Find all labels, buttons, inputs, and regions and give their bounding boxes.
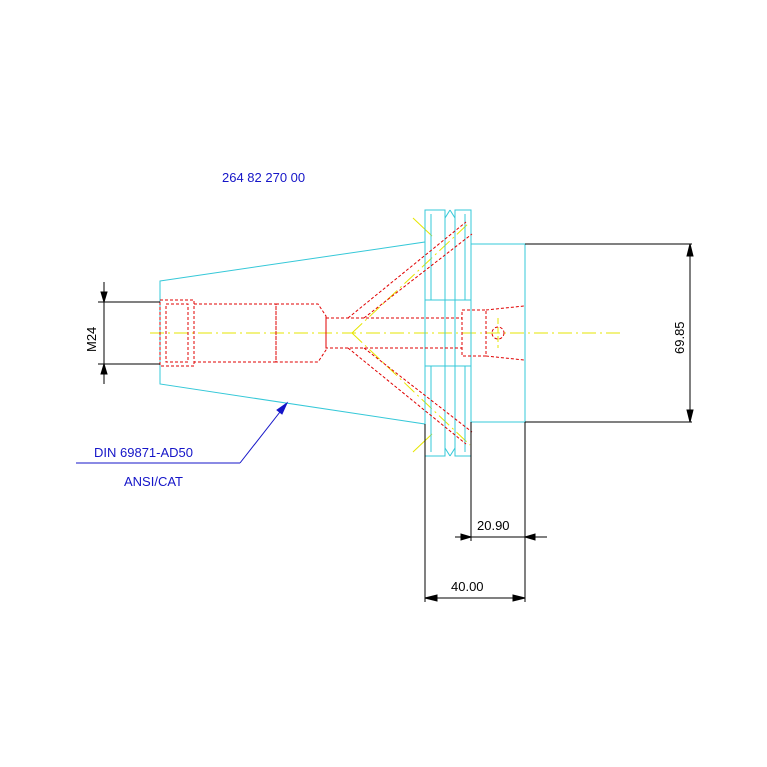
upper-diagonal-centerline <box>351 221 471 334</box>
diameter-dimension-label: 69.85 <box>672 321 687 354</box>
tool-body <box>470 243 526 423</box>
bore-transition <box>275 303 327 363</box>
centerlines <box>150 217 622 453</box>
m24-arrow-bottom <box>100 362 108 375</box>
dia-arrow-bottom <box>686 409 694 423</box>
pocket <box>461 309 487 357</box>
lower-tick-centerline <box>412 433 433 453</box>
v-groove-right-bottom <box>449 447 456 457</box>
d2090-arrow-right <box>523 533 536 541</box>
dia-arrow-top <box>686 243 694 257</box>
leader <box>76 401 289 464</box>
leader-arrowhead <box>276 401 289 415</box>
m24-arrow-top <box>100 291 108 304</box>
upper-channel-a <box>347 221 467 319</box>
v-groove-right <box>449 209 456 219</box>
thread-bore-inner <box>165 303 189 363</box>
pocket-taper-bottom <box>485 355 525 361</box>
lower-channel-b <box>363 347 473 433</box>
v-groove-left <box>444 209 451 219</box>
flange-to-end-dimension-label: 20.90 <box>477 518 510 533</box>
taper-type-label: ANSI/CAT <box>124 474 183 489</box>
upper-tick-centerline <box>412 217 433 237</box>
flange-left <box>424 209 446 457</box>
overall-length-dimension-label: 40.00 <box>451 579 484 594</box>
d4000-arrow-left <box>424 594 438 602</box>
leader-diagonal <box>239 402 288 464</box>
v-groove-left-bottom <box>444 447 451 457</box>
cross-hole <box>491 326 505 340</box>
dimensions <box>98 243 694 602</box>
upper-channel-b <box>363 233 473 319</box>
lower-diagonal-centerline <box>351 332 471 446</box>
lower-channel-a <box>347 347 467 445</box>
hidden-features <box>159 221 525 445</box>
thread-dimension-label: M24 <box>84 327 99 352</box>
pocket-taper-top <box>485 305 525 311</box>
standard-label: DIN 69871-AD50 <box>94 445 193 460</box>
d2090-arrow-left <box>460 533 473 541</box>
d4000-arrow-right <box>512 594 526 602</box>
part-number-label: 264 82 270 00 <box>222 170 305 185</box>
